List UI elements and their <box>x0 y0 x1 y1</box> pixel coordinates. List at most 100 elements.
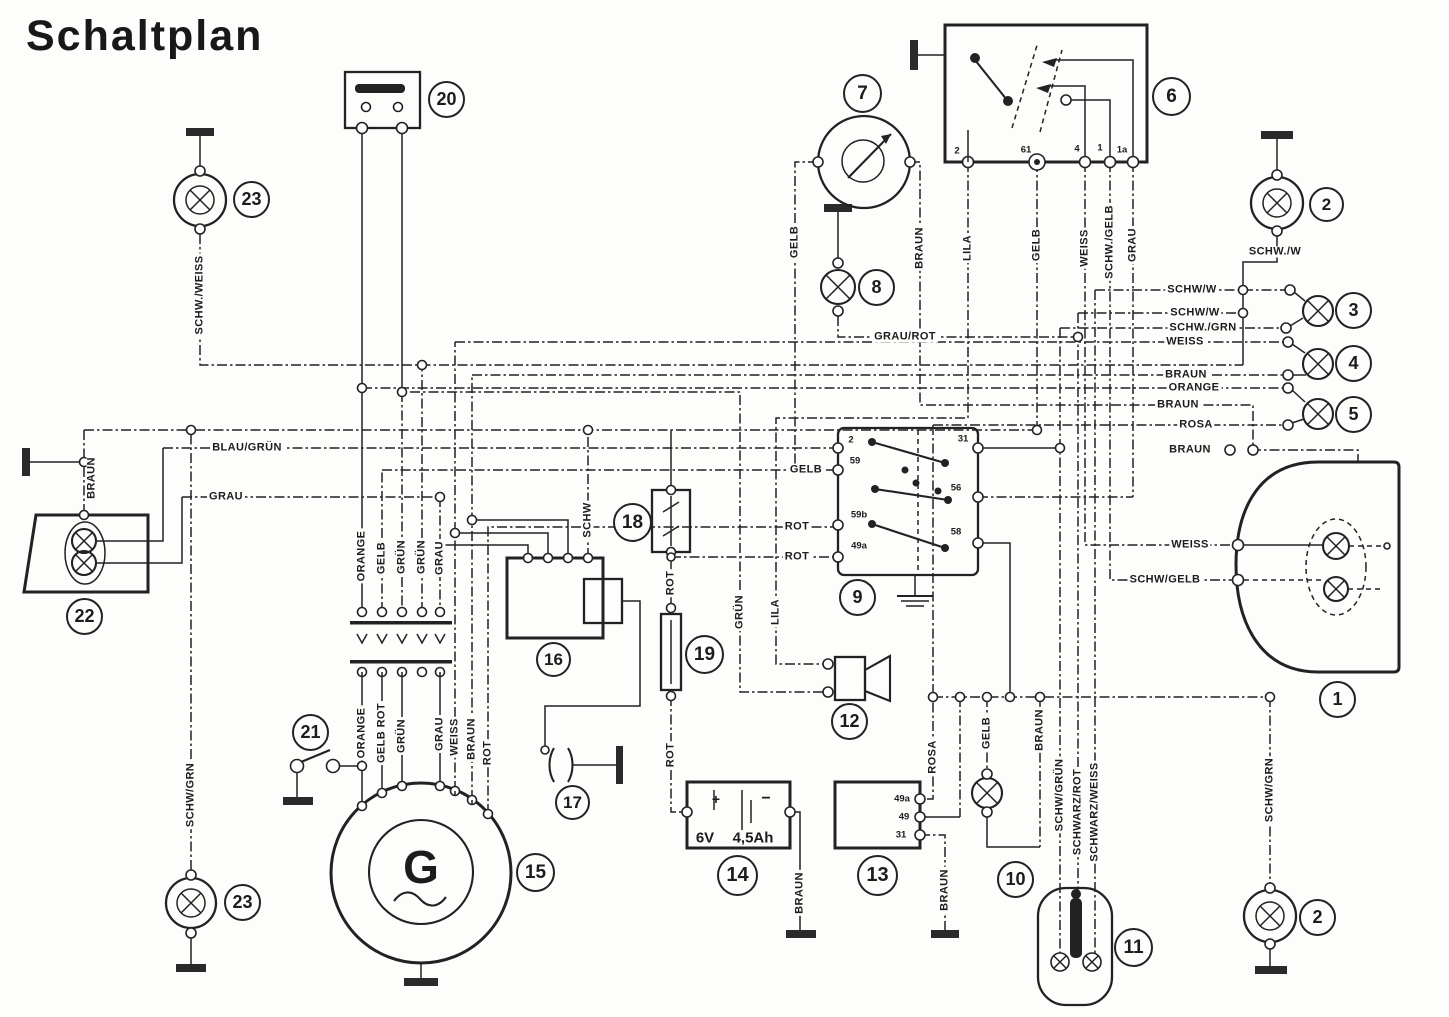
wire-label: GELB <box>787 463 825 476</box>
wire-label: SCHW/GRÜN <box>1053 756 1066 834</box>
ground-symbols <box>22 40 1293 986</box>
wire-label: BRAUN <box>85 455 98 501</box>
wire-label: GRÜN <box>415 538 428 576</box>
breaker-points <box>540 745 616 783</box>
wire-label: SCHW./WEISS <box>193 253 206 337</box>
callout-2: 2 <box>1299 899 1336 936</box>
terminal-label: 2 <box>954 145 960 157</box>
generator-letter: G <box>403 841 439 893</box>
wire-label: ROT <box>481 738 494 768</box>
terminal-label: 2 <box>848 434 854 446</box>
terminal-label: 1a <box>1116 144 1128 156</box>
battery-capacity: 4,5Ah <box>732 829 774 847</box>
wire-label: GELB <box>375 539 388 577</box>
wire-label: ORANGE <box>355 528 368 584</box>
callout-10: 10 <box>997 861 1034 898</box>
callout-12: 12 <box>831 703 868 740</box>
terminal-label: 49a <box>894 793 910 805</box>
wire-label: SCHW./GELB <box>1103 203 1116 281</box>
terminal-label: 56 <box>950 482 962 494</box>
wire-label: SCHW/GRN <box>184 760 197 830</box>
battery-voltage: 6V <box>695 829 715 847</box>
turn-signal-lamp-front-left <box>172 165 228 235</box>
terminal-label: 59 <box>849 455 861 467</box>
callout-8: 8 <box>858 269 895 306</box>
wire-runs <box>84 134 1359 966</box>
wire-label: BRAUN <box>1155 398 1201 411</box>
callout-3: 3 <box>1335 292 1372 329</box>
terminal-label: 59b <box>850 509 868 521</box>
rectifier-box <box>343 70 422 135</box>
wire-label: LILA <box>961 232 974 264</box>
wire-label: ROSA <box>926 738 939 776</box>
wire-label: SCHW./W <box>1246 245 1304 258</box>
callout-9: 9 <box>839 579 876 616</box>
indicator-lamp-8 <box>819 257 857 317</box>
wire-label: WEISS <box>1078 227 1091 269</box>
ignition-switch-box <box>943 23 1149 171</box>
terminal-label: 31 <box>957 433 969 445</box>
wire-label: SCHW./GRN <box>1167 321 1239 334</box>
terminal-label: 4 <box>1074 143 1080 155</box>
callout-21: 21 <box>292 714 329 751</box>
callout-19: 19 <box>685 635 724 674</box>
tail-light-box <box>22 430 150 594</box>
wire-label: GRAU <box>1126 226 1139 264</box>
wire-label: LILA <box>769 596 782 628</box>
kill-switch <box>289 749 341 774</box>
battery-symbol <box>681 780 796 850</box>
turn-signal-lamp-rear-right <box>1242 882 1298 950</box>
wire-label: ROT <box>782 550 812 563</box>
terminal-label: 58 <box>950 526 962 538</box>
wire-label: ROT <box>664 740 677 770</box>
wire-label: WEISS <box>448 716 461 758</box>
callout-22: 22 <box>66 598 103 635</box>
callout-7: 7 <box>843 74 882 113</box>
wire-label: BRAUN <box>1167 443 1213 456</box>
wire-label: BRAUN <box>465 716 478 762</box>
battery-minus-label: − <box>761 790 771 807</box>
light-switch-box <box>832 426 984 577</box>
wire-label: ROT <box>664 568 677 598</box>
callout-5: 5 <box>1335 396 1372 433</box>
wire-label: SCHW/W <box>1165 283 1219 296</box>
junction-nodes <box>78 284 1296 772</box>
wire-label: ROSA <box>1177 418 1215 431</box>
callout-6: 6 <box>1152 77 1191 116</box>
wire-label: WEISS <box>1164 335 1206 348</box>
flasher-relay-box <box>833 780 926 850</box>
callout-16: 16 <box>536 642 571 677</box>
wire-label: BRAUN <box>913 225 926 271</box>
fuse-18 <box>650 484 692 558</box>
callout-14: 14 <box>717 855 758 896</box>
horn-symbol <box>822 654 892 703</box>
terminal-label: 61 <box>1020 144 1032 156</box>
wire-label: GRAU <box>433 539 446 577</box>
wire-label: BLAU/GRÜN <box>210 441 284 454</box>
headlight-symbol <box>1231 460 1401 674</box>
lamp-3 <box>1301 294 1335 328</box>
wire-label: BRAUN <box>1033 707 1046 753</box>
wire-label: SCHW <box>581 500 594 540</box>
wire-label: SCHW/GELB <box>1127 573 1203 586</box>
wire-label: GRAU <box>207 490 245 503</box>
wire-label: SCHWARZ/ROT <box>1071 766 1084 858</box>
callout-1: 1 <box>1319 681 1356 718</box>
wire-label: GELB ROT <box>375 700 388 766</box>
wire-label: GELB <box>788 223 801 261</box>
wire-label: SCHW/W <box>1168 306 1222 319</box>
wire-label: BRAUN <box>793 870 806 916</box>
wire-label: GRAU/ROT <box>872 330 938 343</box>
wire-label: ORANGE <box>355 705 368 761</box>
generator-symbol <box>329 780 513 965</box>
callout-17: 17 <box>555 785 590 820</box>
fuse-19 <box>659 602 683 702</box>
terminal-label: 49 <box>898 811 910 823</box>
wire-label: ROT <box>782 520 812 533</box>
page-title: Schaltplan <box>26 12 264 60</box>
turn-signal-lamp-rear-left <box>164 869 218 939</box>
handlebar-switch <box>1036 886 1114 1007</box>
terminal-label: 49a <box>851 540 867 552</box>
